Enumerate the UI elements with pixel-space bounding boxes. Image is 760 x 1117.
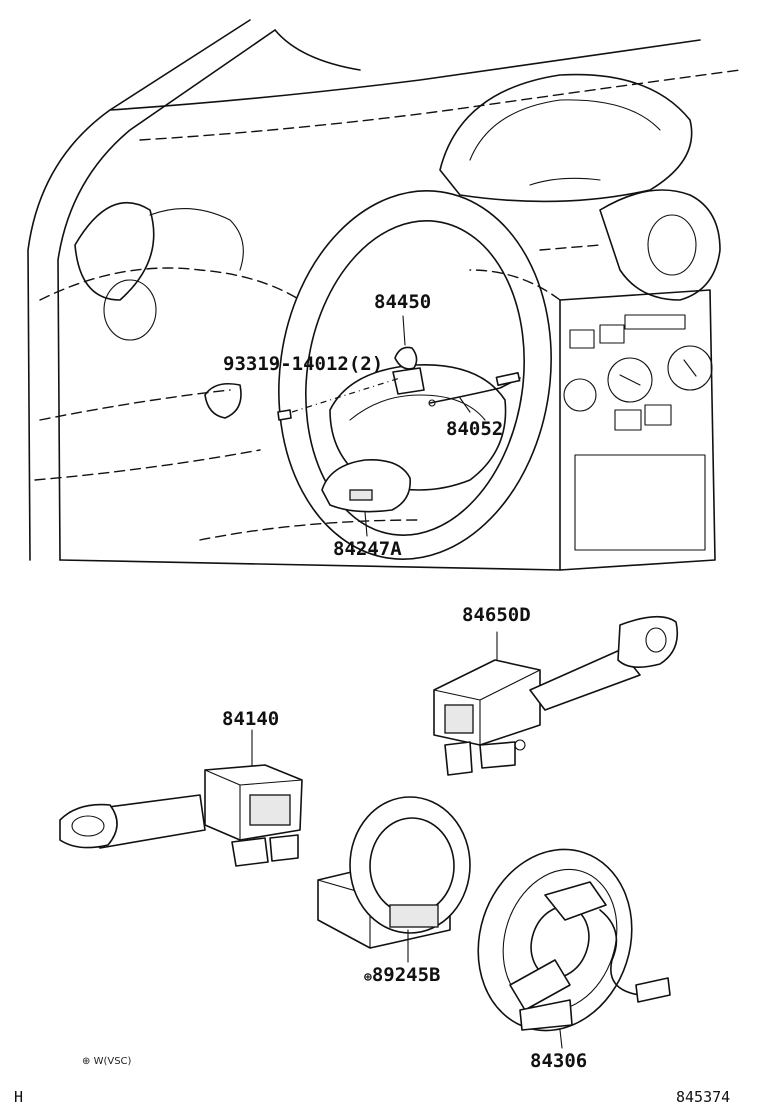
label-84306: 84306 — [530, 1050, 588, 1072]
leader-84052 — [459, 397, 471, 413]
part-84140-shape — [59, 729, 303, 867]
label-89245B: ⊕89245B — [364, 966, 440, 985]
note-vsc: ⊕ W(VSC) — [82, 1056, 131, 1067]
part-84306-shape — [477, 848, 671, 1049]
figure-number: 845374 — [676, 1088, 731, 1106]
part-84247A-shape — [321, 459, 411, 513]
label-84650D: 84650D — [462, 604, 531, 626]
part-84052-shape — [428, 372, 521, 407]
label-93319-14012: 93319-14012(2) — [223, 353, 384, 375]
label-84247A: 84247A — [333, 538, 402, 560]
part-84450-shape — [392, 315, 425, 395]
dashboard-outline — [27, 19, 741, 571]
steering-wheel — [278, 190, 552, 560]
marker-89245B: ⊕ — [364, 970, 372, 985]
label-89245B-text: 89245B — [371, 964, 441, 986]
part-89245B-shape — [317, 796, 471, 963]
label-84450: 84450 — [374, 291, 432, 313]
corner-letter: H — [14, 1088, 24, 1106]
note-text: W(VSC) — [93, 1056, 132, 1067]
label-84052: 84052 — [446, 418, 504, 440]
leader-84247A — [364, 511, 368, 537]
note-marker: ⊕ — [82, 1056, 91, 1067]
part-93319-shape — [277, 377, 401, 421]
label-84140: 84140 — [222, 708, 280, 730]
part-84650D-shape — [433, 615, 679, 776]
